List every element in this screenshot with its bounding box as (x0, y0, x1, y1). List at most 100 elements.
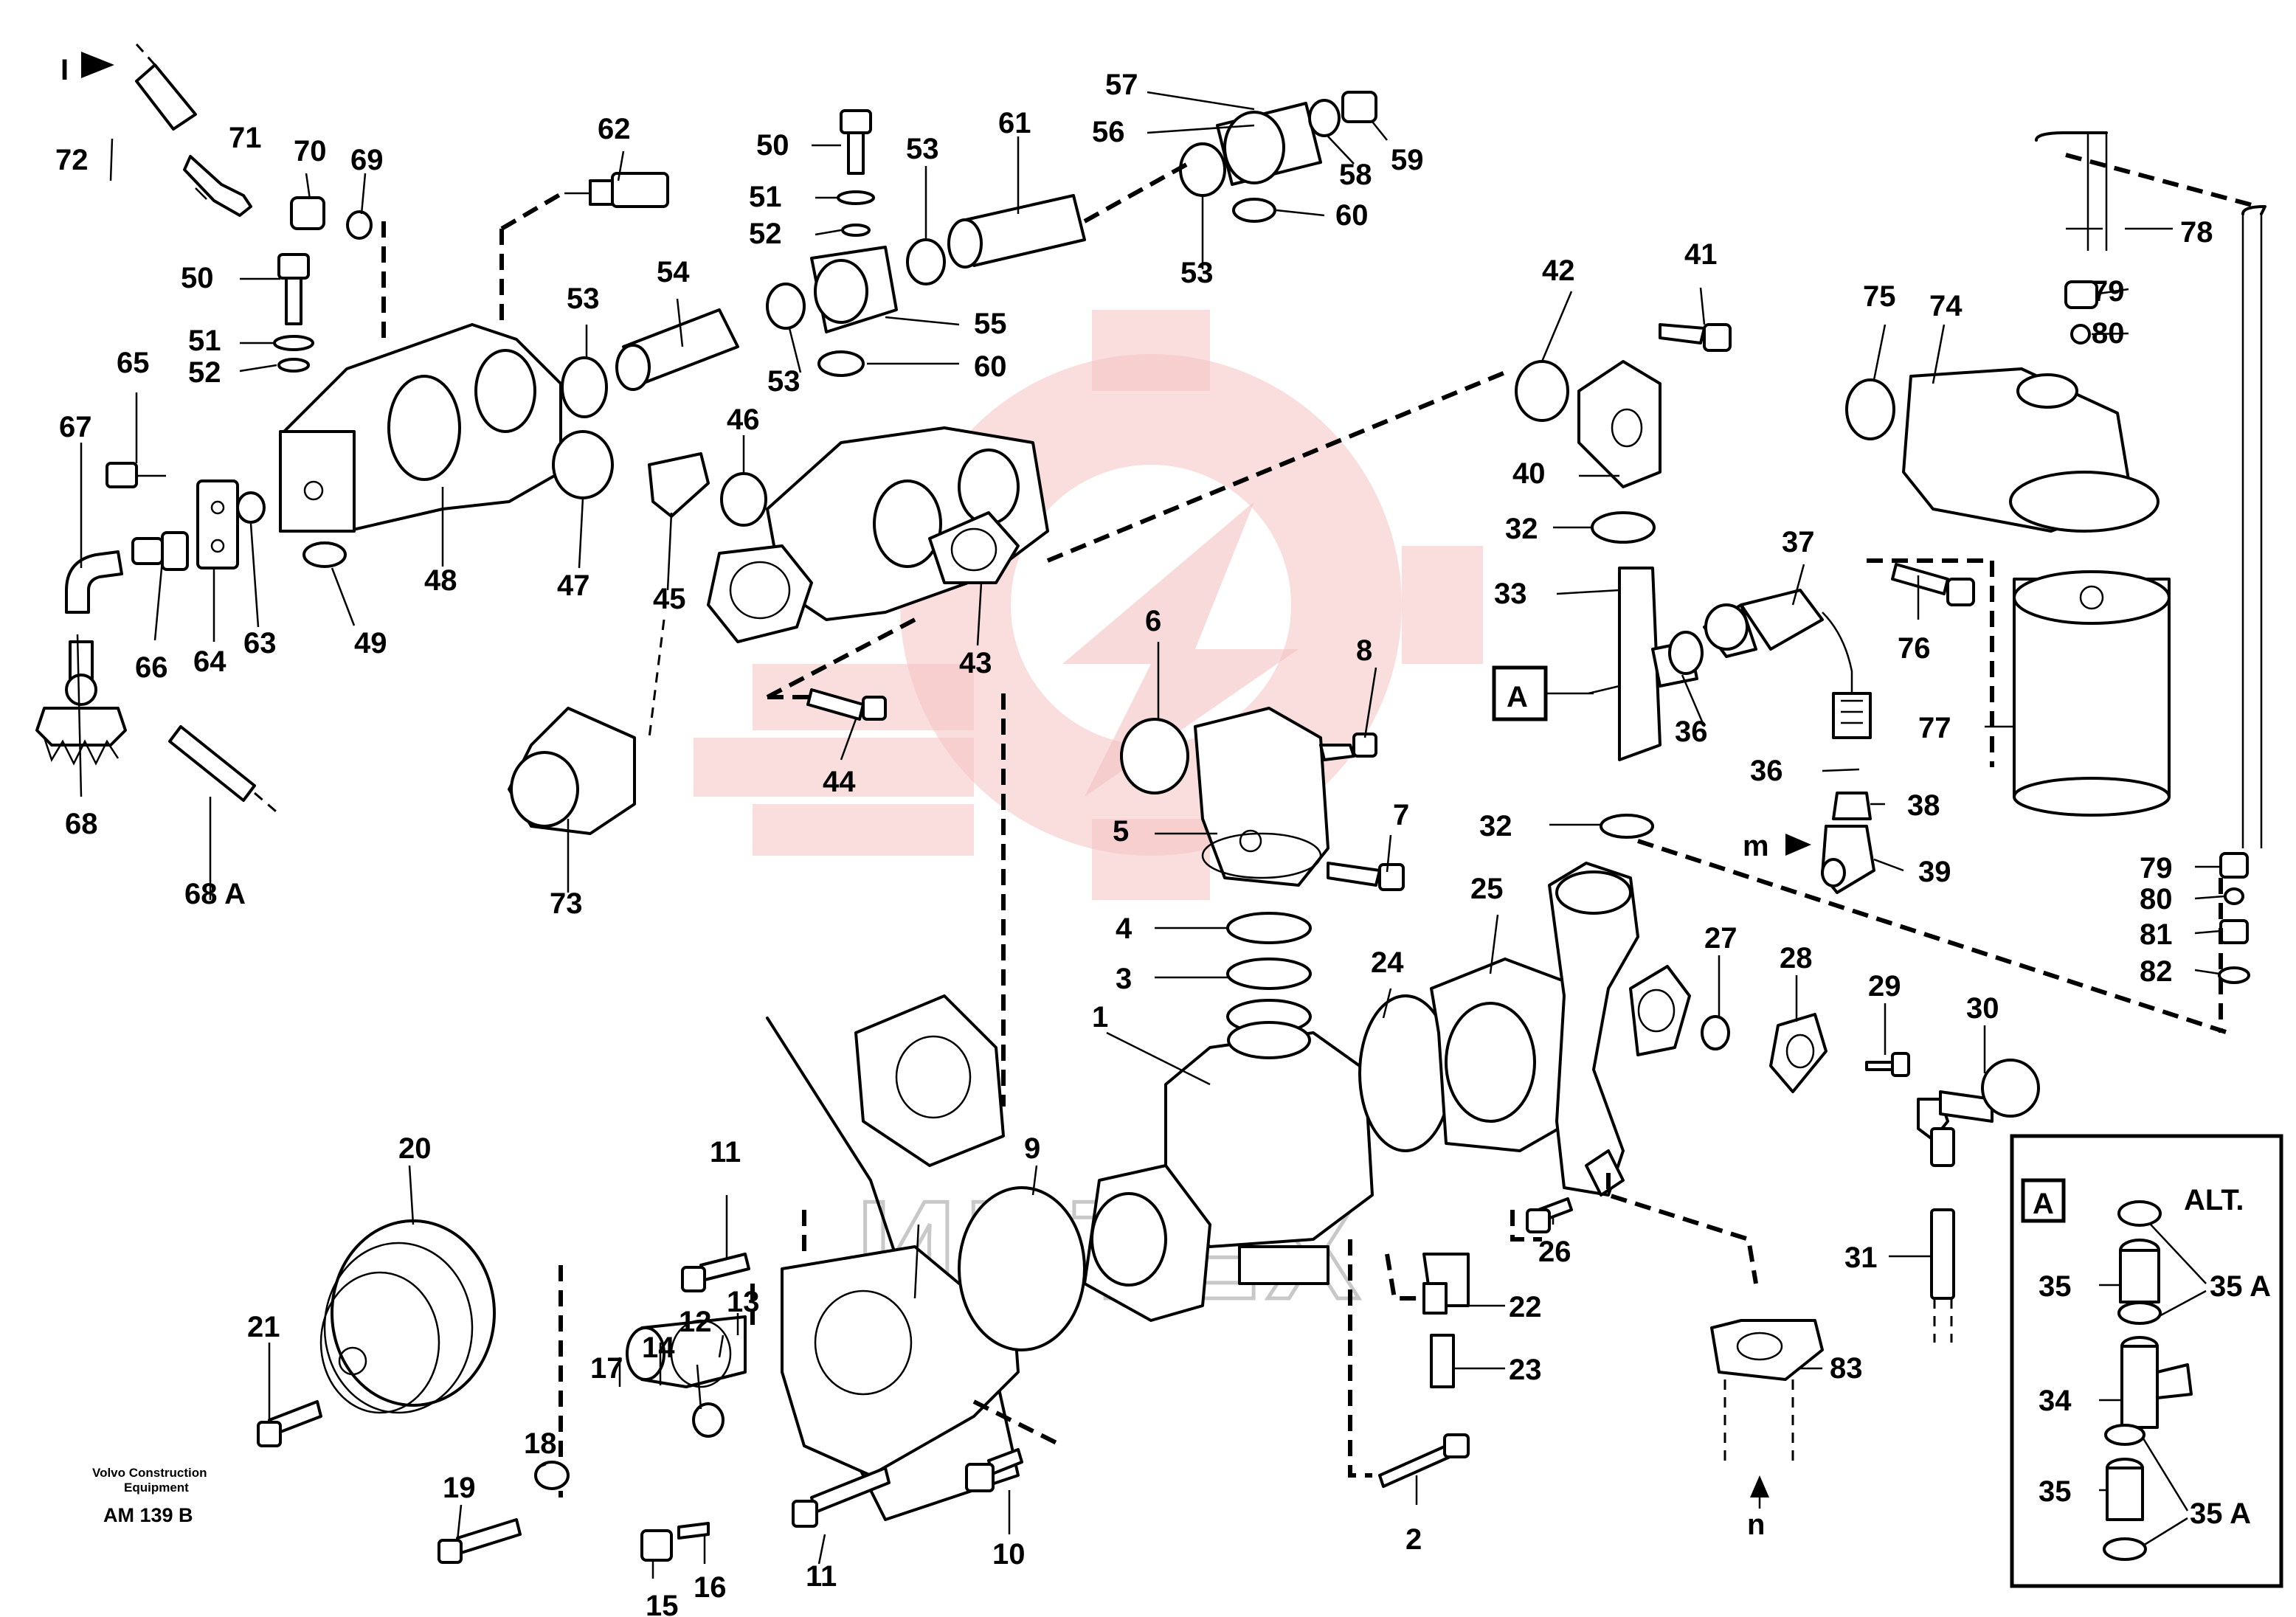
label-part-24: 24 (1371, 946, 1404, 979)
label-part-10: 10 (992, 1538, 1026, 1571)
label-part-58: 58 (1339, 159, 1372, 191)
marker-labels: I m n A A ALT. (60, 54, 2244, 1541)
label-part-12: 12 (679, 1306, 712, 1338)
label-part-53c: 53 (767, 365, 801, 398)
label-part-76: 76 (1898, 632, 1931, 665)
label-part-5: 5 (1113, 815, 1129, 848)
label-part-47: 47 (557, 569, 590, 602)
label-part-17: 17 (590, 1352, 623, 1385)
label-part-53b: 53 (567, 283, 600, 315)
dashed-connection-lines (381, 153, 2258, 1478)
watermark-logo (694, 310, 1483, 900)
label-part-77: 77 (1918, 712, 1951, 744)
label-part-74: 74 (1929, 290, 1963, 322)
label-part-16: 16 (694, 1571, 727, 1604)
label-part-73: 73 (550, 887, 583, 920)
maker-line-2: Equipment (124, 1481, 189, 1495)
label-part-45: 45 (653, 583, 686, 615)
label-part-51b: 51 (188, 325, 221, 357)
label-part-28: 28 (1780, 942, 1813, 974)
label-part-6: 6 (1145, 605, 1161, 637)
label-part-66: 66 (135, 651, 168, 684)
marker-n: n (1747, 1509, 1765, 1541)
footer-info: Volvo Construction Equipment AM 139 B (92, 1466, 207, 1526)
label-part-3: 3 (1116, 963, 1132, 995)
label-part-35A-b: 35 A (2190, 1497, 2251, 1530)
label-part-19: 19 (443, 1472, 476, 1504)
label-part-36a: 36 (1675, 716, 1708, 748)
label-part-27: 27 (1704, 922, 1737, 955)
label-part-53d: 53 (1180, 257, 1214, 289)
label-part-35a: 35 (2039, 1270, 2072, 1303)
outlet-pipes-group (1515, 323, 2040, 1468)
label-part-52b: 52 (188, 356, 221, 389)
label-part-62: 62 (598, 113, 631, 145)
inset-box-label: A (2033, 1188, 2054, 1220)
label-part-35A-a: 35 A (2210, 1270, 2271, 1303)
label-part-38: 38 (1907, 789, 1940, 822)
label-part-79b: 79 (2140, 852, 2173, 884)
label-part-63: 63 (243, 627, 277, 659)
pipe-fittings-top (766, 91, 1377, 377)
label-part-80b: 80 (2140, 883, 2173, 915)
label-part-60a: 60 (1335, 199, 1369, 232)
marker-I: I (60, 54, 69, 86)
label-part-52a: 52 (749, 218, 782, 250)
label-part-72: 72 (55, 144, 89, 176)
label-part-43: 43 (959, 647, 992, 679)
inset-alt-box (2010, 1134, 2283, 1588)
label-part-82: 82 (2140, 955, 2173, 988)
label-part-56: 56 (1092, 116, 1125, 148)
label-part-4: 4 (1116, 913, 1133, 945)
label-part-59: 59 (1391, 144, 1424, 176)
label-part-67: 67 (59, 411, 92, 443)
connection-markers (81, 52, 1811, 1509)
label-part-9: 9 (1024, 1132, 1040, 1165)
label-part-61: 61 (998, 107, 1031, 139)
label-part-69: 69 (350, 144, 384, 176)
label-part-1: 1 (1092, 1001, 1108, 1033)
label-part-39: 39 (1918, 856, 1951, 888)
label-part-65: 65 (117, 347, 150, 379)
label-part-57: 57 (1105, 69, 1138, 101)
label-part-32b: 32 (1479, 810, 1512, 842)
label-part-81: 81 (2140, 918, 2173, 951)
label-part-54: 54 (657, 256, 690, 288)
label-part-21: 21 (247, 1311, 280, 1343)
label-part-41: 41 (1684, 238, 1718, 271)
marker-A: A (1507, 681, 1528, 713)
label-part-23: 23 (1509, 1354, 1542, 1386)
label-part-31: 31 (1844, 1242, 1878, 1274)
label-part-50b: 50 (181, 262, 214, 294)
thermostat-housing-group (35, 44, 1049, 835)
pump-housing-group (1083, 707, 1405, 1322)
leader-lines (76, 91, 2225, 1579)
label-part-37: 37 (1782, 526, 1815, 558)
label-part-14: 14 (642, 1332, 675, 1364)
label-part-13: 13 (727, 1286, 760, 1318)
pump-cover-group (1358, 862, 1639, 1488)
label-part-55: 55 (974, 308, 1007, 340)
label-part-68: 68 (65, 808, 98, 840)
label-part-11a: 11 (710, 1136, 741, 1168)
label-part-33: 33 (1494, 578, 1527, 610)
label-part-34: 34 (2039, 1385, 2072, 1417)
label-part-11b: 11 (806, 1560, 837, 1593)
marker-m: m (1743, 830, 1769, 862)
label-part-35b: 35 (2039, 1475, 2072, 1508)
label-part-53a: 53 (906, 133, 939, 165)
inset-alt-title: ALT. (2184, 1184, 2244, 1216)
label-part-51a: 51 (749, 181, 782, 213)
label-part-2: 2 (1405, 1523, 1422, 1556)
label-part-20: 20 (398, 1132, 432, 1165)
label-part-18: 18 (524, 1427, 557, 1460)
label-part-50a: 50 (756, 129, 789, 162)
label-part-36b: 36 (1750, 755, 1783, 787)
label-part-32a: 32 (1505, 513, 1538, 545)
label-part-42: 42 (1542, 255, 1575, 287)
label-part-71: 71 (229, 122, 262, 154)
maker-line-1: Volvo Construction (92, 1466, 207, 1480)
part-number-labels: 1 2 3 4 5 6 8 7 9 10 11 11 12 13 14 15 1… (55, 69, 2271, 1617)
label-part-83: 83 (1830, 1352, 1863, 1385)
